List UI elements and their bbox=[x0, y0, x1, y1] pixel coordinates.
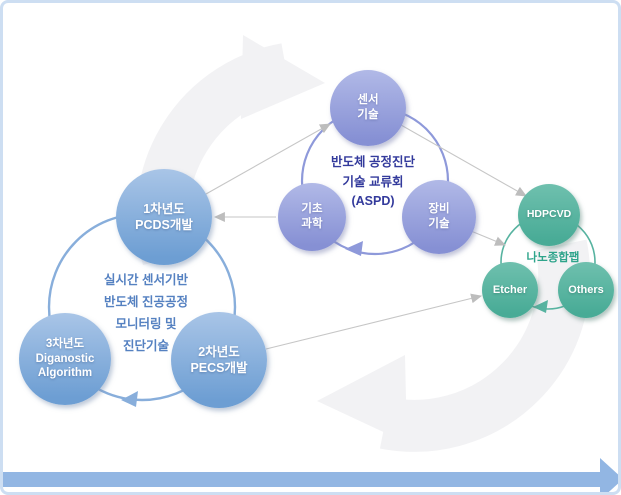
node-basic-science: 기초 과학 bbox=[278, 183, 346, 251]
node-label-line: 기술 bbox=[357, 109, 379, 121]
node-label-line: 1차년도 bbox=[143, 201, 185, 216]
node-label-line: Diganostic bbox=[35, 352, 95, 365]
watermark-arrowhead-bottom bbox=[317, 355, 407, 443]
node-label-line: Etcher bbox=[492, 283, 528, 296]
caption-line: 기술 교류회 bbox=[342, 174, 404, 189]
node-label-line: 센서 bbox=[357, 94, 379, 107]
middle-ring-arrowhead bbox=[345, 241, 363, 256]
node-others: Others bbox=[558, 262, 614, 318]
connector-arrows bbox=[205, 123, 527, 350]
caption-line: 반도체 진공공정 bbox=[104, 295, 188, 309]
node-label-line: 기술 bbox=[428, 218, 450, 230]
caption-line: 나노종합팹 bbox=[526, 252, 580, 264]
left-ring-arrowhead bbox=[121, 391, 138, 407]
connector-arrow-equip-to-fab bbox=[470, 230, 507, 246]
node-hdpcvd: HDPCVD bbox=[518, 184, 580, 246]
right-ring-arrowhead bbox=[533, 300, 548, 313]
node-label-line: PCDS개발 bbox=[135, 218, 193, 232]
caption-line: 반도체 공정진단 bbox=[331, 155, 415, 169]
node-etcher: Etcher bbox=[482, 262, 538, 318]
right-cluster-caption: 나노종합팹 bbox=[511, 249, 595, 265]
connector-arrow-pecs-to-etcher bbox=[265, 293, 483, 350]
node-equipment-tech: 장비 기술 bbox=[402, 180, 476, 254]
watermark-arrowhead-top bbox=[241, 35, 325, 119]
caption-line: (ASPD) bbox=[351, 194, 395, 208]
node-sensor-tech: 센서 기술 bbox=[330, 70, 406, 146]
middle-cluster-caption: 반도체 공정진단 기술 교류회 (ASPD) bbox=[299, 153, 447, 212]
node-label-line: 2차년도 bbox=[198, 344, 240, 359]
connector-arrow-pcds-to-sensor bbox=[205, 123, 331, 195]
node-year1-pcds: 1차년도 PCDS개발 bbox=[116, 169, 212, 265]
left-cluster-caption: 실시간 센서기반 반도체 진공공정 모니터링 및 진단기술 bbox=[76, 269, 216, 357]
node-label-line: 기초 bbox=[301, 203, 323, 216]
timeline-arrow bbox=[3, 458, 618, 492]
caption-line: 진단기술 bbox=[122, 339, 169, 353]
caption-line: 모니터링 및 bbox=[115, 317, 177, 331]
node-label-line: Others bbox=[568, 283, 604, 296]
node-year2-pecs: 2차년도 PECS개발 bbox=[171, 312, 267, 408]
node-label-line: 과학 bbox=[301, 218, 323, 230]
connector-arrow-sensor-to-hdpcvd bbox=[400, 124, 527, 197]
node-label-line: 3차년도 bbox=[45, 337, 85, 350]
watermark-swirl-bottom bbox=[379, 239, 591, 452]
caption-line: 실시간 센서기반 bbox=[104, 273, 188, 287]
node-label-line: PECS개발 bbox=[190, 361, 248, 375]
node-label-line: 장비 bbox=[428, 203, 450, 216]
node-year3-diagnostic-algorithm: 3차년도 Diganostic Algorithm bbox=[19, 313, 111, 405]
node-label-line: Algorithm bbox=[37, 367, 93, 380]
node-label-line: HDPCVD bbox=[526, 208, 572, 221]
